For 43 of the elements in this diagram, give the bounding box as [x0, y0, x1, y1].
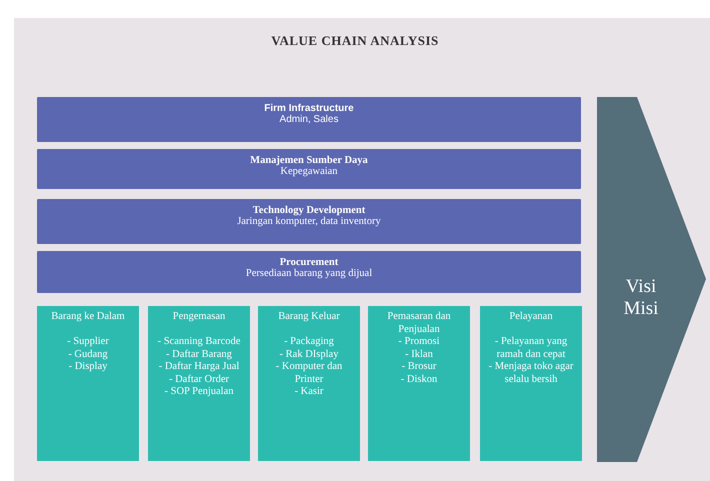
primary-activity-box [480, 306, 582, 461]
list-item: - Daftar Harga Jual [158, 361, 240, 374]
list-item: - Scanning Barcode [156, 336, 242, 348]
box-heading: Pemasaran dan Penjualan [386, 311, 452, 336]
band-heading: Procurement [278, 257, 340, 268]
box-heading: Pelayanan [508, 311, 554, 324]
band-text: Persediaan barang yang dijual [244, 268, 374, 279]
box-heading: Barang ke Dalam [50, 311, 126, 324]
list-item: - Daftar Barang [165, 348, 233, 361]
band-heading: Manajemen Sumber Daya [249, 155, 369, 166]
list-item: - Rak DIsplay [278, 348, 340, 361]
primary-activity-box [258, 306, 360, 461]
list-item: - Gudang [67, 348, 109, 361]
list-item: - Brosur [400, 361, 438, 374]
list-item: - SOP Penjualan [163, 386, 235, 398]
support-activity-band [37, 251, 581, 293]
support-activity-band [37, 199, 581, 244]
list-item: - Display [68, 361, 108, 374]
list-item: - Daftar Order [168, 374, 230, 386]
primary-activity-box [37, 306, 139, 461]
list-item: - Kasir [294, 386, 324, 398]
list-item: - Iklan [404, 348, 434, 361]
list-item: - Diskon [400, 374, 438, 386]
primary-activity-box [368, 306, 470, 461]
band-heading: Technology Development [252, 205, 366, 216]
list-item: - Packaging [283, 336, 335, 348]
box-heading: Barang Keluar [277, 311, 341, 324]
band-text: Jaringan komputer, data inventory [236, 216, 382, 227]
band-text: Admin, Sales [278, 114, 340, 125]
chevron-label: Visi Misi [622, 276, 660, 320]
box-heading: Pengemasan [172, 311, 226, 324]
band-heading: Firm Infrastructure [263, 103, 355, 114]
list-item: - Supplier [66, 336, 110, 348]
list-item: - Pelayanan yang ramah dan cepat [494, 336, 568, 361]
primary-activity-box [148, 306, 250, 461]
list-item: - Komputer dan Printer [274, 361, 344, 386]
list-item: - Promosi [397, 336, 441, 348]
margin-chevron [597, 97, 706, 462]
list-item: - Menjaga toko agar selalu bersih [488, 361, 574, 386]
title: VALUE CHAIN ANALYSIS [270, 33, 440, 49]
band-text: Kepegawaian [279, 166, 339, 177]
support-activity-band [37, 97, 581, 142]
support-activity-band [37, 149, 581, 189]
